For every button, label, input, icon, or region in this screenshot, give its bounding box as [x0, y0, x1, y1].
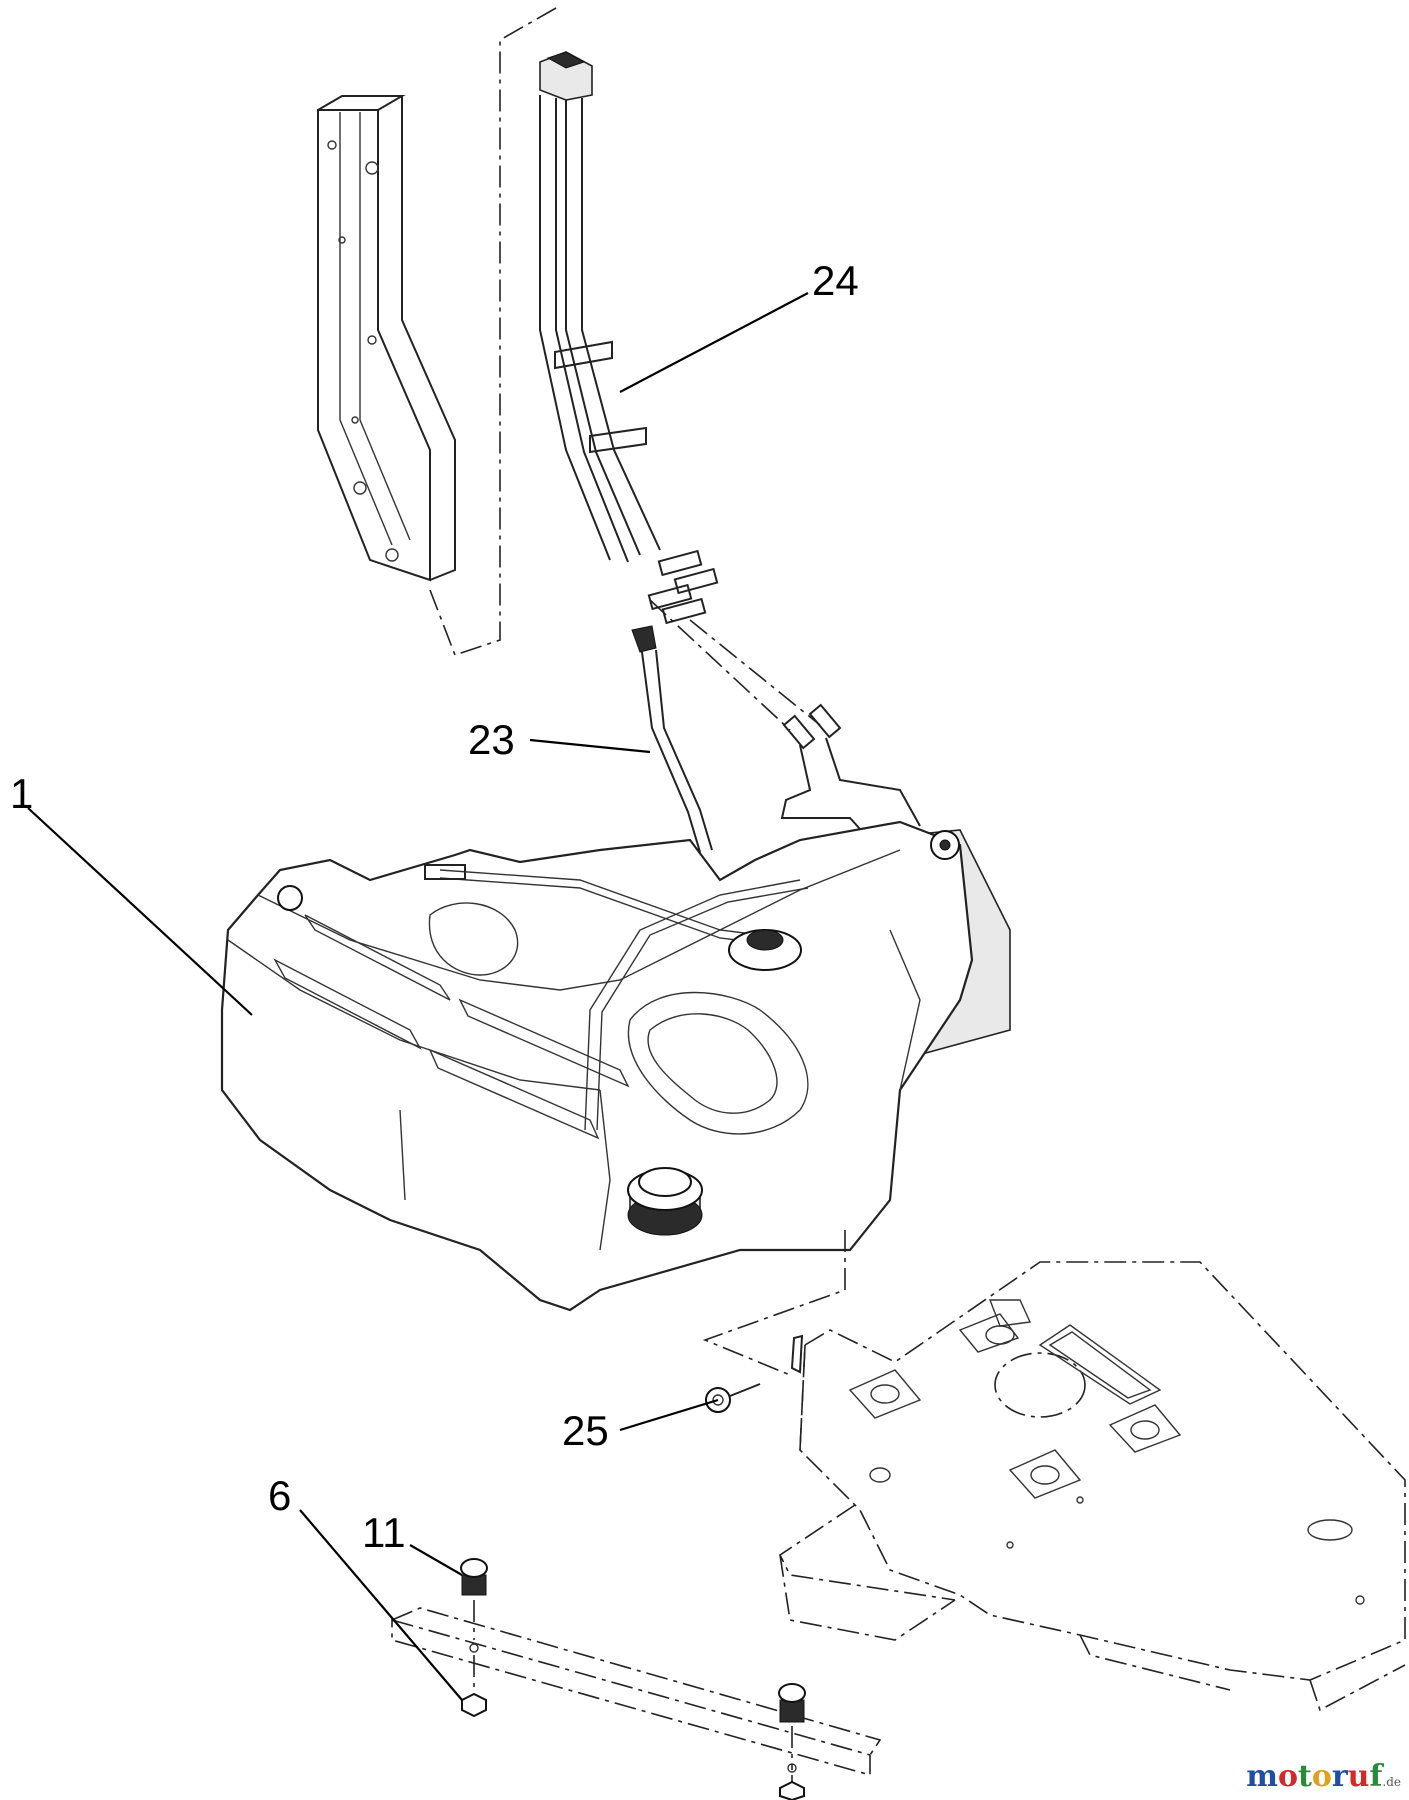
motoruf-watermark-logo: motoruf.de: [1246, 1759, 1401, 1794]
fuel-hose-assembly: [539, 51, 921, 841]
callout-11: 11: [362, 1509, 406, 1556]
watermark-letter: t: [1297, 1759, 1312, 1794]
callout-25: 25: [562, 1407, 609, 1454]
watermark-letter: u: [1347, 1759, 1370, 1794]
callout-24: 24: [812, 257, 859, 304]
bumper-strip: [391, 1558, 882, 1800]
callout-6: 6: [268, 1472, 291, 1519]
callout-leaders: [27, 292, 809, 1701]
assembly-centerline-rail: [429, 7, 557, 657]
frame-rail: [317, 95, 456, 582]
watermark-letter: m: [1246, 1759, 1278, 1794]
callout-23: 23: [468, 716, 515, 763]
mounting-plate: [778, 1261, 1406, 1712]
watermark-letter: f: [1369, 1759, 1383, 1794]
watermark-letter: r: [1331, 1759, 1348, 1794]
fuel-tank: [220, 820, 1011, 1312]
watermark-letter: o: [1311, 1759, 1332, 1794]
watermark-letter: o: [1277, 1759, 1298, 1794]
watermark-domain: .de: [1382, 1775, 1401, 1789]
callout-1: 1: [10, 770, 33, 817]
assembly-centerline-tank: [702, 1230, 846, 1376]
